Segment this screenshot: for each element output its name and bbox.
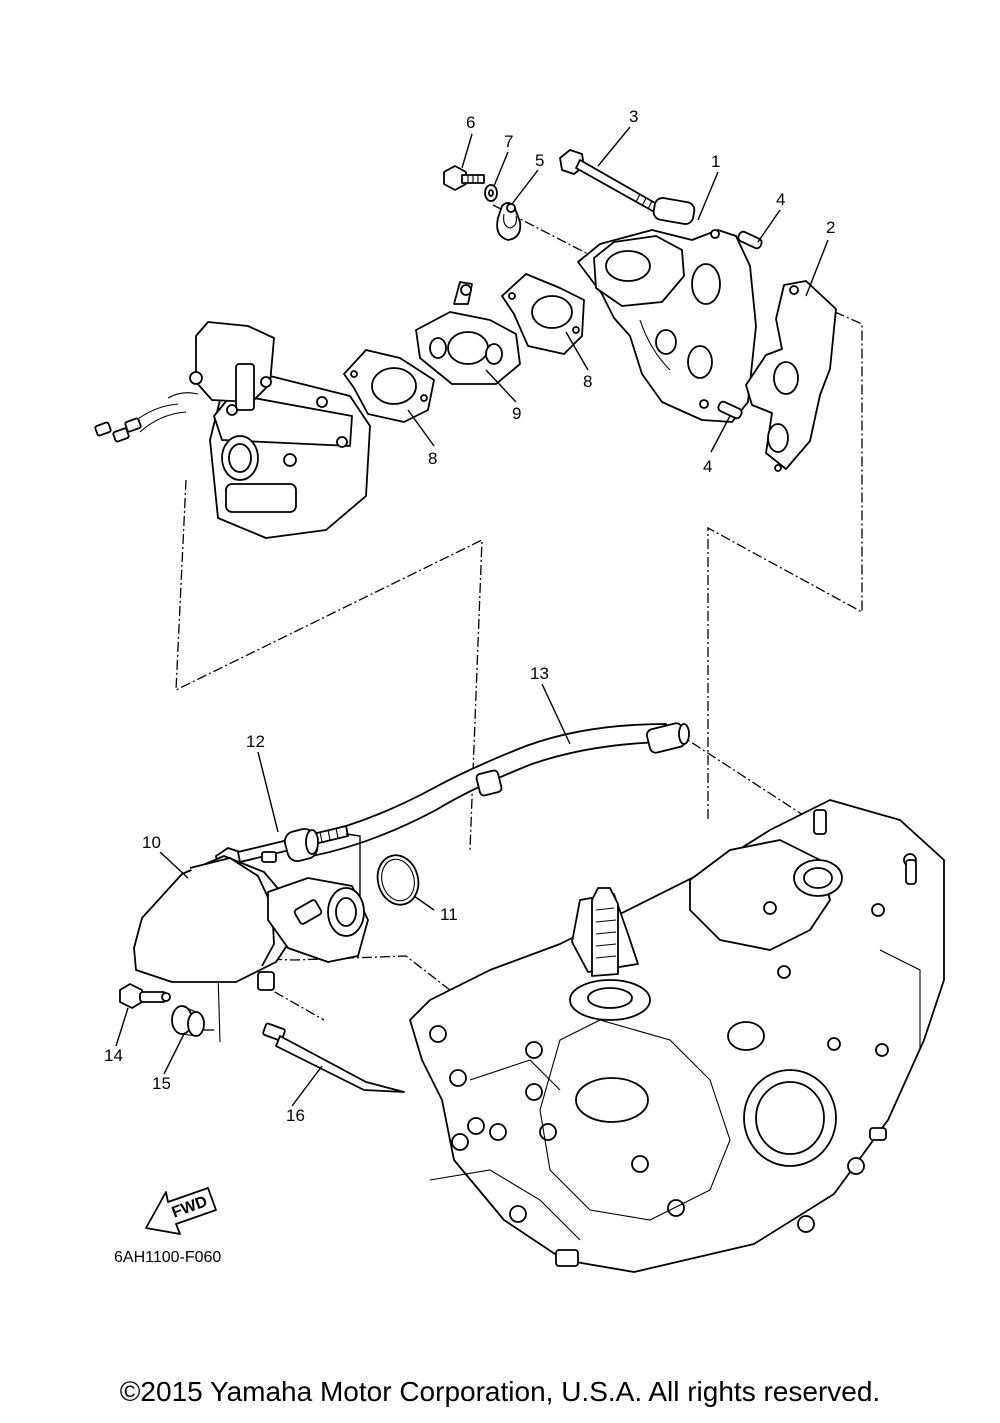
- intake-manifold-part-1: [577, 197, 757, 423]
- callout-15: 15: [152, 1074, 171, 1093]
- pipe-part-13: [309, 722, 690, 857]
- manifold-gasket-part-2: [745, 280, 837, 472]
- callout-6: 6: [466, 113, 475, 132]
- callout-numbers: 1 2 3 4 4 5 6 7 8 8 9 10 11 12 13 14 15 …: [104, 107, 835, 1125]
- forward-direction-arrow-icon: FWD: [145, 1187, 217, 1235]
- insulator-part-9: [415, 281, 521, 385]
- callout-8-lower: 8: [428, 449, 437, 468]
- dowel-pin-part-4-lower: [717, 400, 743, 420]
- copyright-notice: ©2015 Yamaha Motor Corporation, U.S.A. A…: [119, 1376, 881, 1407]
- gasket-part-8-lower: [343, 349, 435, 423]
- gasket-part-8-upper: [501, 273, 585, 355]
- callout-13: 13: [530, 664, 549, 683]
- engine-crankcase: [409, 799, 945, 1273]
- bolt-part-6: [443, 165, 485, 191]
- callout-4-lower: 4: [703, 457, 712, 476]
- carburetor-assembly: [94, 321, 371, 539]
- washer-part-7: [484, 184, 498, 202]
- screw-part-14: [119, 983, 171, 1009]
- callout-8-upper: 8: [583, 372, 592, 391]
- callout-12: 12: [246, 732, 265, 751]
- diagram-code: 6AH1100-F060: [114, 1249, 221, 1266]
- callout-9: 9: [512, 404, 521, 423]
- clamp-part-5: [496, 202, 522, 241]
- o-ring-part-11: [376, 854, 420, 906]
- callout-2: 2: [826, 218, 835, 237]
- cable-tie-part-16: [262, 1022, 405, 1093]
- callout-4-upper: 4: [776, 190, 785, 209]
- callout-11: 11: [440, 905, 458, 924]
- grommet-part-15: [171, 1005, 205, 1037]
- callout-10: 10: [142, 833, 161, 852]
- callout-16: 16: [286, 1106, 305, 1125]
- callout-3: 3: [629, 107, 638, 126]
- callout-1: 1: [711, 152, 720, 171]
- long-bolt-part-3: [559, 149, 663, 215]
- callout-leaders: [115, 126, 829, 1107]
- callout-7: 7: [504, 132, 513, 151]
- silencer-part-10: [133, 827, 369, 991]
- callout-5: 5: [535, 151, 544, 170]
- dowel-pin-part-4-upper: [737, 230, 763, 250]
- callout-14: 14: [104, 1046, 123, 1065]
